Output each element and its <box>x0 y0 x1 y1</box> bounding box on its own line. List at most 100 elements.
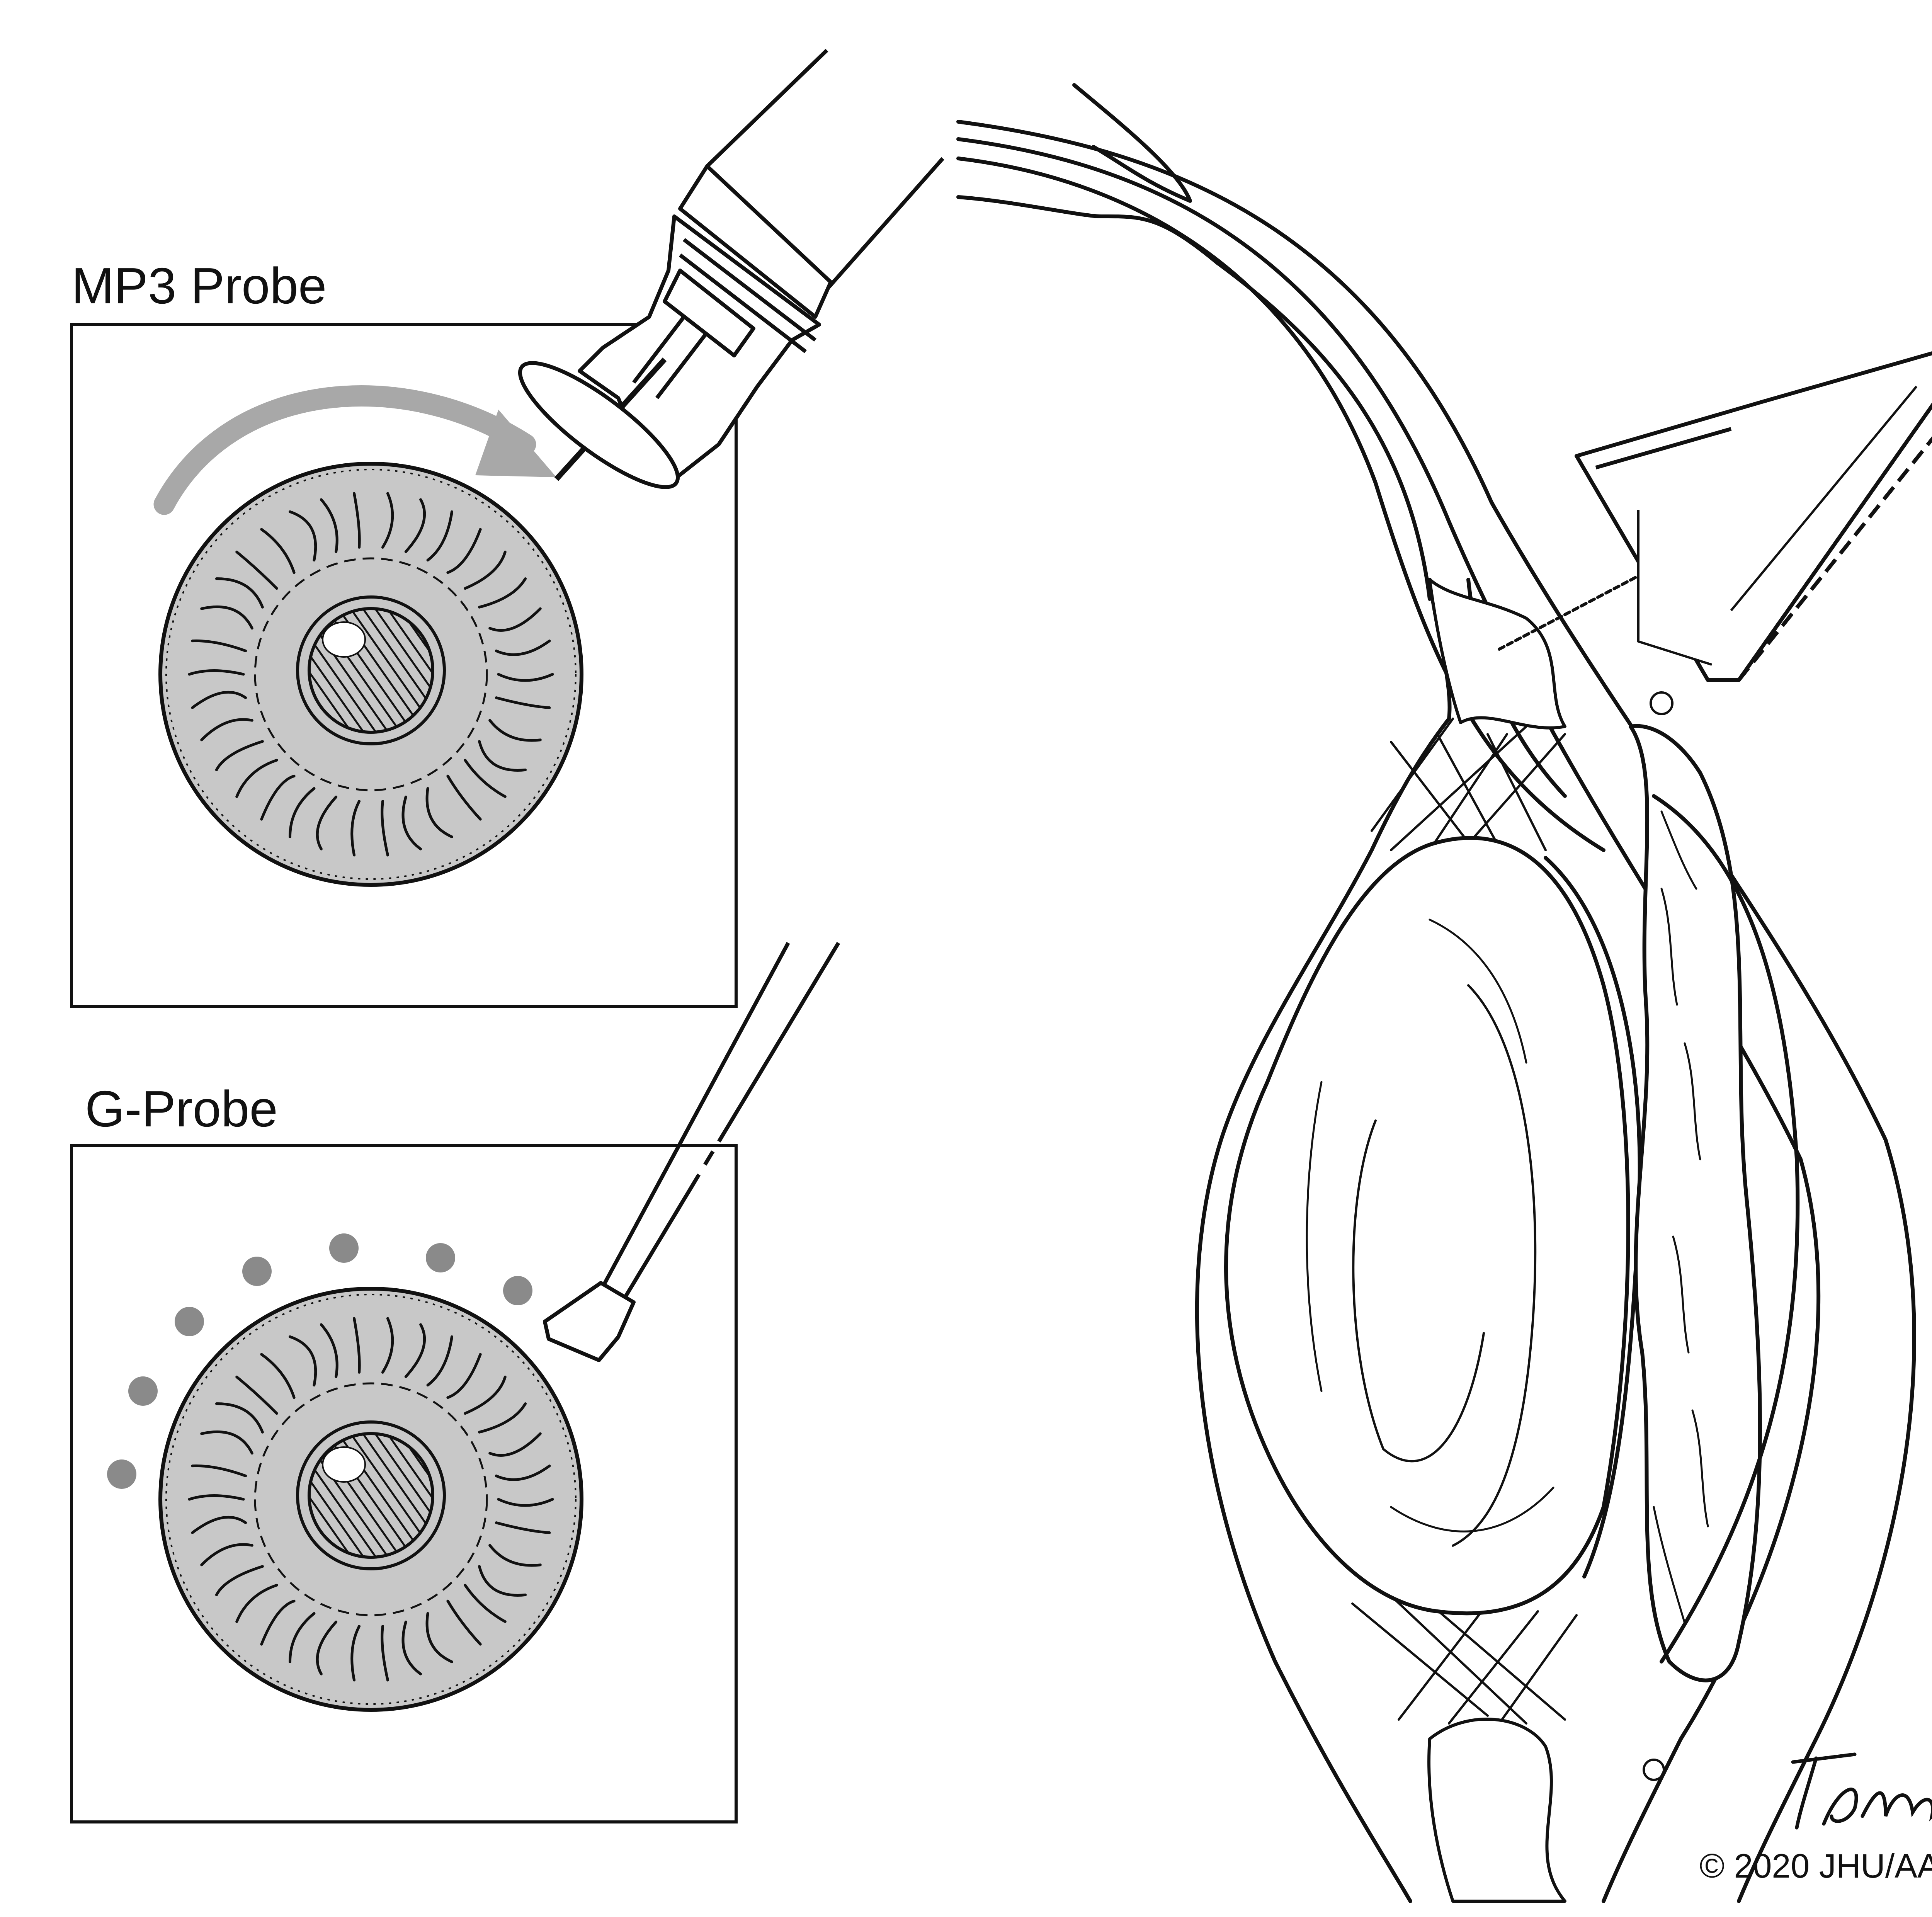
lens-nucleus-outer <box>1452 984 1537 1547</box>
scleral-vessel <box>1643 1759 1665 1781</box>
g-probe-panel <box>70 1144 738 1823</box>
ciliary-body-outline <box>1195 578 1452 1903</box>
lens-contour-a <box>1306 1081 1323 1392</box>
iris-crypt-stroke <box>404 1323 426 1378</box>
lens-contour-b <box>1429 919 1527 1064</box>
sclera-line-2 <box>956 156 1605 852</box>
curved-arrow-icon <box>153 385 536 515</box>
iris-crypt-stroke <box>426 1335 453 1387</box>
iris-crypt-stroke <box>288 787 316 839</box>
iris-crypt-stroke <box>188 669 245 676</box>
iris-crypt-stroke <box>426 510 453 562</box>
iris-crypt-stroke <box>495 640 551 656</box>
laser-scale-line <box>1498 570 1648 651</box>
g-probe-label: G-Probe <box>85 1080 278 1137</box>
iris-crypt-stroke <box>401 1620 422 1675</box>
iris-crypt-stroke <box>404 498 426 553</box>
iris-crypt-stroke <box>478 1402 527 1434</box>
iris-crypt-stroke <box>464 1584 507 1623</box>
iris-crypt-stroke <box>215 1402 264 1434</box>
iris-crypt-stroke <box>488 1432 542 1457</box>
iris-crypt-stroke <box>260 1599 296 1646</box>
iris-crypt-stroke <box>200 1430 253 1455</box>
iris-crypt-stroke <box>381 1317 394 1374</box>
iris-crypt-stroke <box>235 759 278 798</box>
treatment-spot <box>128 1376 158 1406</box>
iris-crypt-stroke <box>488 607 542 632</box>
iris-crypt-stroke <box>381 492 394 549</box>
iris-crypt-stroke <box>488 719 542 742</box>
iris-crypt-stroke <box>316 1620 338 1675</box>
angle-tissue-lower <box>1427 1718 1566 1903</box>
iris-crypt-stroke <box>350 800 361 857</box>
zonule-fibers <box>1351 718 1578 1725</box>
iris-crypt-stroke <box>353 492 361 549</box>
treatment-spot <box>107 1459 136 1489</box>
iris-crypt-stroke <box>401 795 422 850</box>
iris-crypt-stroke <box>191 691 247 709</box>
g-iris-icon <box>160 1289 582 1710</box>
iris-crypt-stroke <box>215 740 264 771</box>
iris-crypt-stroke <box>260 1353 296 1399</box>
eye-cross-section <box>956 83 1916 1903</box>
treatment-spot <box>242 1257 272 1286</box>
iris-crypt-stroke <box>235 550 278 590</box>
treatment-spot <box>175 1307 204 1336</box>
sclera-line-3 <box>956 195 1432 601</box>
iris-crypt-stroke <box>191 639 247 652</box>
iris-cross-section <box>1629 724 1762 1682</box>
mp3-probe-handpiece-icon <box>518 49 944 489</box>
mp3-probe-label: MP3 Probe <box>71 257 327 314</box>
iris-crypt-stroke <box>381 1625 389 1682</box>
iris-crypt-stroke <box>260 528 296 574</box>
iris-crypt-stroke <box>316 795 338 850</box>
iris-crypt-stroke <box>478 740 527 772</box>
angle-tissue <box>1428 578 1566 730</box>
iris-crypt-stroke <box>200 1543 253 1567</box>
iris-crypt-stroke <box>235 1375 278 1415</box>
iris-crypt-stroke <box>464 759 507 798</box>
iris-crypt-stroke <box>464 550 507 590</box>
iris-crypt-stroke <box>288 1612 316 1664</box>
treatment-spot <box>503 1276 532 1305</box>
iris-crypt-stroke <box>188 1494 245 1501</box>
g-probe-icon <box>543 942 840 1362</box>
probe-on-sclera-icon <box>1575 351 1932 682</box>
scleral-vessel <box>1650 691 1673 715</box>
iris-crypt-stroke <box>289 510 317 562</box>
copyright-notice: © 2020 JHU/AAM <box>1699 1847 1932 1885</box>
conjunctiva-outer-line <box>956 120 1916 1903</box>
iris-crypt-stroke <box>191 1464 247 1477</box>
iris-crypt-stroke <box>478 1565 527 1597</box>
iris-crypt-stroke <box>446 528 482 574</box>
treatment-spot <box>329 1233 359 1263</box>
lens-contour-c <box>1390 1487 1554 1533</box>
iris-crypt-stroke <box>497 1498 554 1507</box>
cornea-inner-line <box>1652 794 1800 1664</box>
lens-nucleus-inner <box>1352 1119 1485 1463</box>
iris-crypt-stroke <box>350 1625 361 1682</box>
lens-outline <box>1224 836 1630 1616</box>
iris-crypt-stroke <box>446 1599 482 1646</box>
mp3-iris-icon <box>160 464 582 885</box>
iris-crypt-stroke <box>200 718 253 742</box>
treatment-spot <box>426 1243 455 1272</box>
iris-crypt-stroke <box>289 1335 317 1387</box>
iris-crypt-stroke <box>497 673 554 682</box>
iris-crypt-stroke <box>200 605 253 630</box>
iris-crypt-stroke <box>495 1465 551 1481</box>
iris-crypt-stroke <box>488 1544 542 1567</box>
iris-crypt-stroke <box>353 1317 361 1374</box>
iris-crypt-stroke <box>446 774 482 821</box>
iris-texture <box>1653 810 1709 1624</box>
iris-crypt-stroke <box>464 1375 507 1415</box>
iris-crypt-stroke <box>425 787 453 839</box>
tenon-fold <box>1072 83 1192 203</box>
iris-crypt-stroke <box>320 498 338 553</box>
iris-crypt-stroke <box>320 1323 338 1378</box>
iris-crypt-stroke <box>215 577 264 609</box>
iris-crypt-stroke <box>446 1353 482 1399</box>
iris-crypt-stroke <box>260 774 296 821</box>
